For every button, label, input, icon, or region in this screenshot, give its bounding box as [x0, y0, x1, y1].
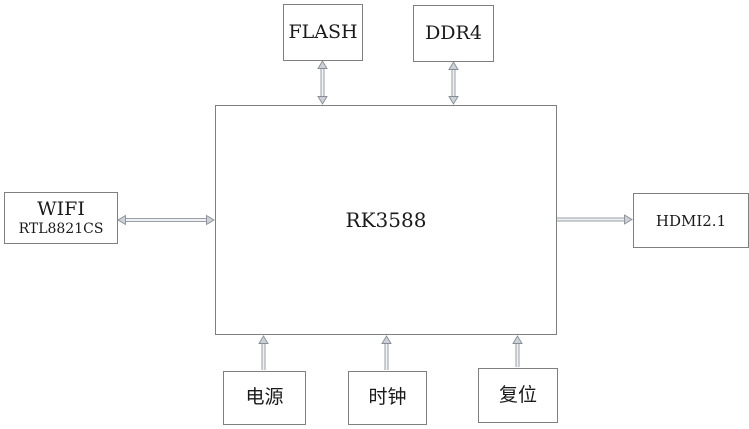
power-label: 电源: [245, 386, 284, 409]
arrow-power-soc: [258, 335, 269, 370]
soc-label: RK3588: [345, 207, 427, 232]
reset-label: 复位: [498, 383, 537, 406]
arrow-soc-hdmi: [557, 214, 633, 225]
arrow-ddr4-soc: [448, 61, 459, 105]
arrow-flash-soc: [317, 60, 328, 105]
power-block: 电源: [223, 371, 306, 425]
hdmi-block: HDMI2.1: [633, 193, 749, 248]
arrow-clock-soc: [381, 335, 392, 370]
hdmi-label: HDMI2.1: [655, 211, 727, 230]
wifi-label: WIFI: [37, 197, 85, 220]
arrow-wifi-soc: [117, 214, 215, 226]
clock-block: 时钟: [348, 371, 427, 425]
clock-label: 时钟: [368, 386, 407, 409]
flash-block: FLASH: [283, 4, 363, 61]
flash-label: FLASH: [288, 20, 358, 43]
wifi-sublabel: RTL8821CS: [18, 220, 104, 237]
ddr4-block: DDR4: [413, 5, 494, 62]
reset-block: 复位: [478, 368, 558, 423]
wifi-block: WIFI RTL8821CS: [4, 192, 118, 244]
arrow-reset-soc: [512, 335, 523, 367]
ddr4-label: DDR4: [425, 21, 482, 44]
soc-block: RK3588: [215, 105, 557, 335]
